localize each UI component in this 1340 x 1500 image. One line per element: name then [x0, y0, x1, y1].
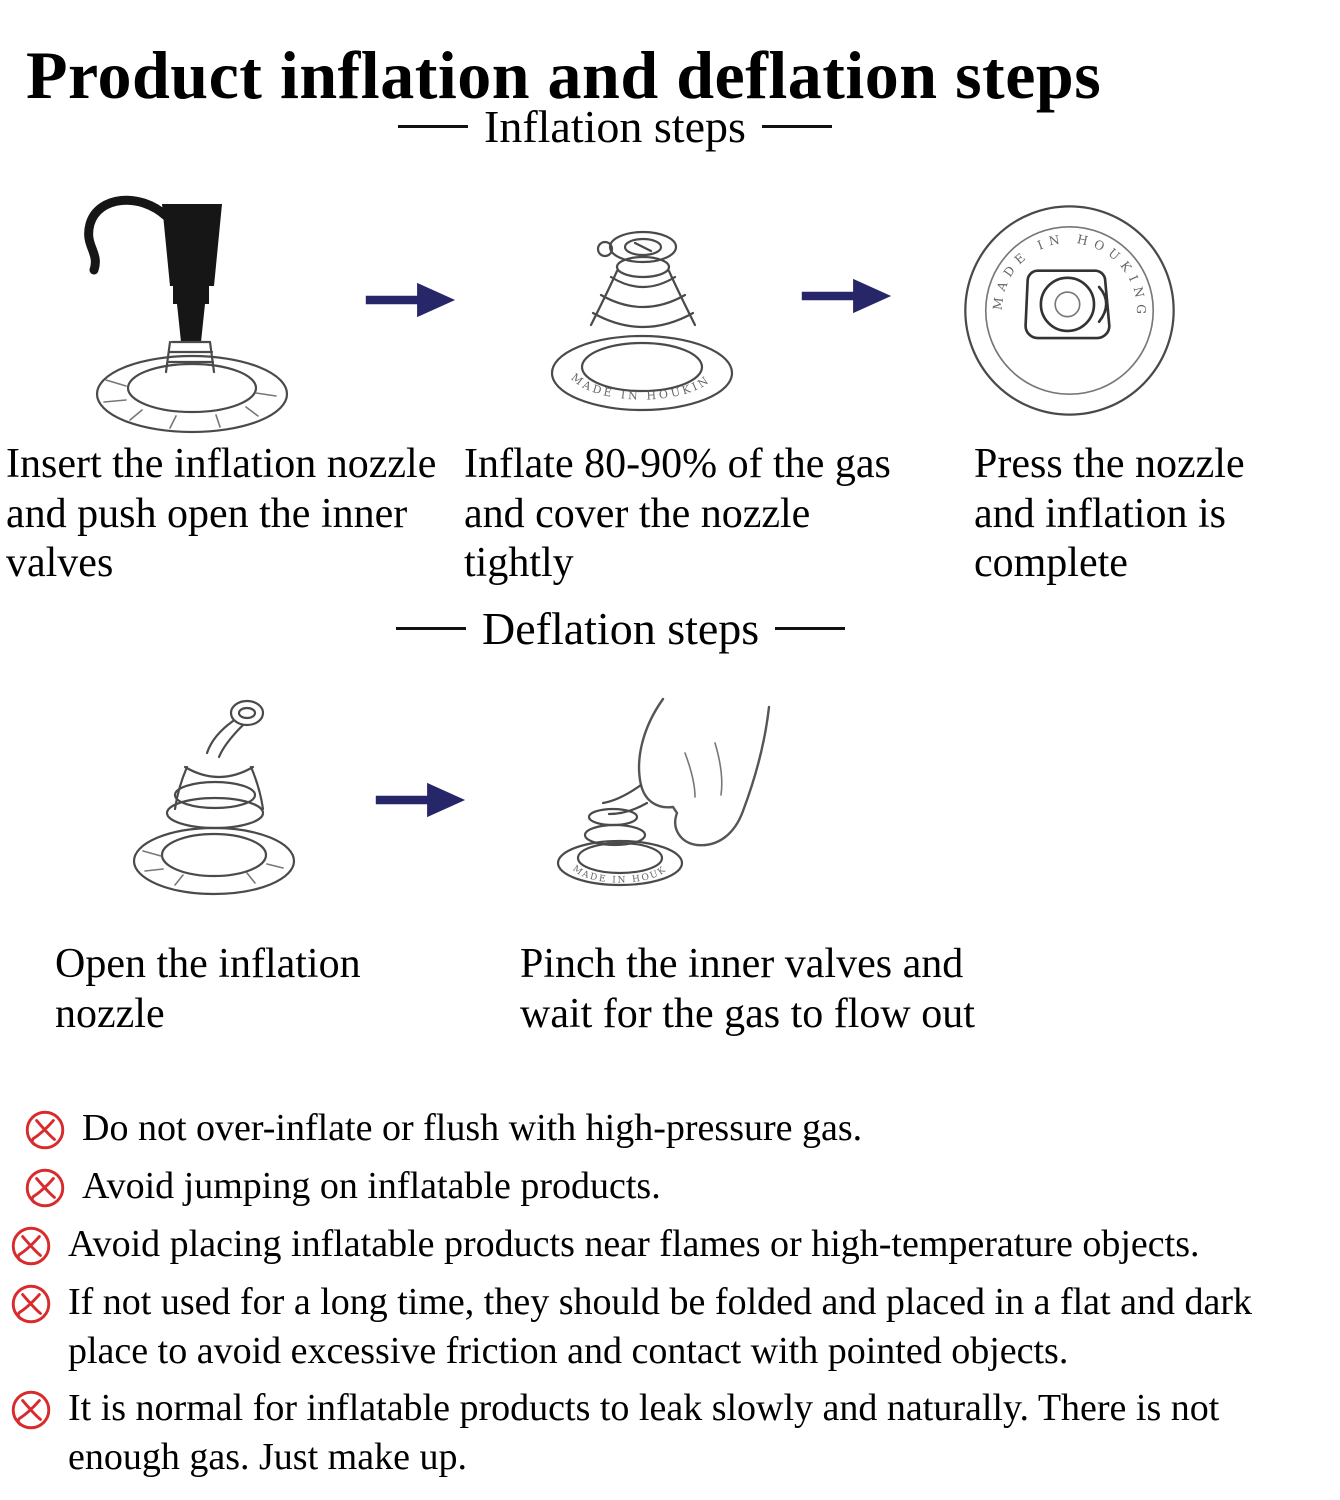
- inflation-step2-figure: MADE IN HOUKING: [535, 213, 750, 438]
- arrow-icon: [798, 274, 893, 318]
- valve-capped-icon: MADE IN HOUKING: [535, 213, 734, 412]
- warning-item: If not used for a long time, they should…: [8, 1278, 1334, 1375]
- warning-item: Do not over-inflate or flush with high-p…: [8, 1104, 1334, 1153]
- arrow-icon: [362, 278, 457, 322]
- prohibited-icon: [25, 1168, 65, 1208]
- deflation-step1-caption: Open the inflation nozzle: [55, 941, 361, 1037]
- inflation-step2-caption: Inflate 80-90% of the gas and cover the …: [464, 441, 891, 587]
- warnings-list: Do not over-inflate or flush with high-p…: [8, 1104, 1334, 1482]
- inflation-section-header: Inflation steps: [398, 100, 832, 153]
- warning-text: If not used for a long time, they should…: [68, 1281, 1252, 1372]
- prohibited-icon: [11, 1391, 51, 1430]
- deflation-step2-figure: MADE IN HOUKING: [515, 693, 795, 918]
- warning-item: It is normal for inflatable products to …: [8, 1384, 1334, 1481]
- inflation-step1-figure: [70, 190, 340, 440]
- page-title: Product inflation and deflation steps: [26, 36, 1102, 113]
- inflation-step1-caption: Insert the inflation nozzle and push ope…: [6, 441, 437, 587]
- warning-text: It is normal for inflatable products to …: [68, 1387, 1220, 1478]
- svg-text:MADE IN HOUKING: MADE IN HOUKING: [515, 693, 669, 886]
- valve-open-icon: [132, 699, 296, 896]
- header-dash-right: [775, 627, 846, 630]
- inflation-step3-caption: Press the nozzle and inflation is comple…: [974, 441, 1245, 587]
- warning-text: Avoid placing inflatable products near f…: [68, 1223, 1200, 1265]
- header-dash-left: [396, 627, 466, 630]
- warning-text: Avoid jumping on inflatable products.: [82, 1165, 661, 1207]
- warning-item: Avoid placing inflatable products near f…: [8, 1220, 1334, 1269]
- svg-text:MADE IN HOUKING: MADE IN HOUKING: [991, 232, 1149, 321]
- deflation-step2-caption: Pinch the inner valves and wait for the …: [520, 941, 975, 1037]
- header-dash-left: [398, 125, 468, 128]
- pump-nozzle-inserted-icon: [84, 195, 289, 434]
- warning-item: Avoid jumping on inflatable products.: [8, 1162, 1334, 1211]
- arrow-icon: [372, 778, 467, 822]
- inflation-header-label: Inflation steps: [484, 101, 746, 152]
- hand-pinching-valve-icon: MADE IN HOUKING: [515, 693, 771, 887]
- warning-text: Do not over-inflate or flush with high-p…: [82, 1107, 863, 1149]
- inflation-step3-figure: MADE IN HOUKING: [950, 193, 1190, 428]
- prohibited-icon: [11, 1284, 51, 1324]
- valve-stamp-text: MADE IN HOUKING: [991, 232, 1142, 321]
- deflation-header-label: Deflation steps: [482, 603, 760, 654]
- prohibited-icon: [11, 1226, 51, 1266]
- valve-stamp-text: MADE IN HOUKING: [515, 693, 667, 886]
- prohibited-icon: [25, 1110, 65, 1150]
- deflation-step1-figure: [115, 683, 310, 928]
- header-dash-right: [761, 125, 832, 128]
- deflation-section-header: Deflation steps: [396, 602, 846, 655]
- valve-pressed-top-view-icon: MADE IN HOUKING: [964, 205, 1175, 416]
